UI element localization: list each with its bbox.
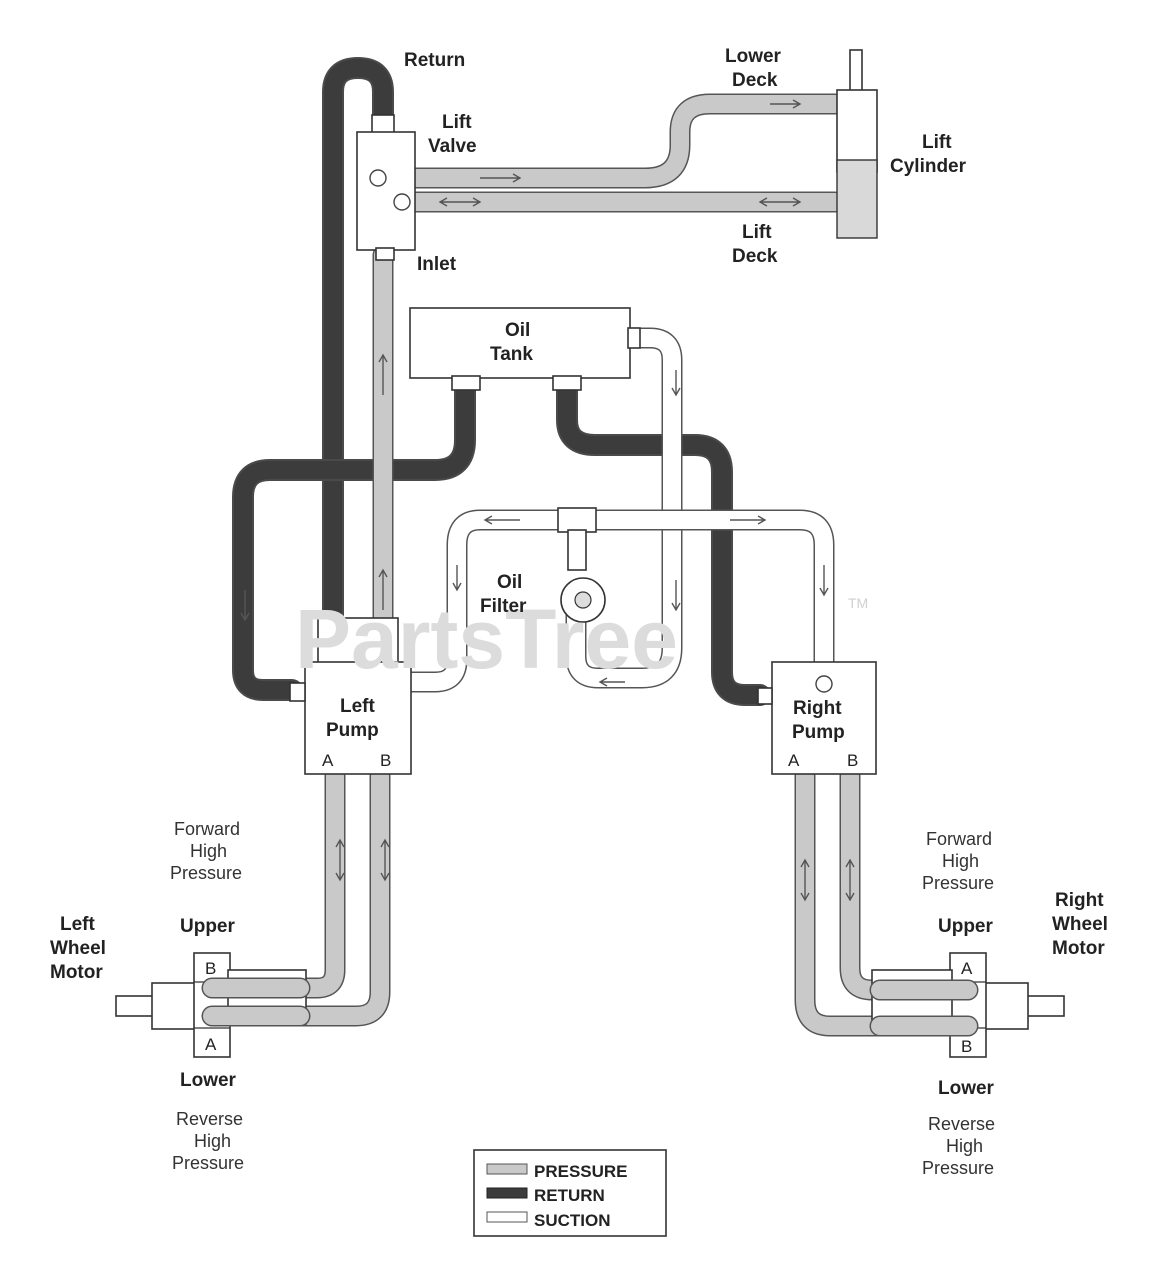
oil-filter-center [574,591,592,609]
left-pump-port-a: A [322,751,334,770]
label-right-forward-1: Forward [926,829,992,849]
right-pump-side-port [757,687,773,705]
oil-tank [409,307,631,379]
label-lift-valve-1: Lift [442,112,472,133]
right-pump-inlet [815,675,833,693]
right-motor-shaft [1025,995,1065,1017]
label-right-wheel-motor-3: Motor [1052,938,1105,959]
label-return: Return [404,50,465,71]
left-pump-side-port [289,682,306,702]
lift-cylinder-lower [836,159,878,239]
legend: PRESSURE RETURN SUCTION [473,1149,667,1237]
label-oil-filter-2: Filter [480,596,527,617]
label-right-reverse-3: Pressure [922,1158,994,1178]
label-left-upper: Upper [180,916,236,937]
left-pump-port-b: B [380,751,391,770]
lift-valve-port-lower [393,193,411,211]
right-motor-port-b: B [961,1037,972,1056]
left-motor-port-a: A [205,1035,217,1054]
label-right-reverse-1: Reverse [928,1114,995,1134]
label-lift-deck-2: Deck [732,246,778,267]
label-inlet: Inlet [417,254,457,275]
oil-filter-neck [567,529,587,571]
label-oil-tank-2: Tank [490,344,533,365]
lift-valve-inlet-port [375,247,395,261]
label-right-upper: Upper [938,916,994,937]
label-left-wheel-motor-3: Motor [50,962,103,983]
left-motor-port-b: B [205,959,216,978]
label-right-forward-3: Pressure [922,873,994,893]
lift-valve-return-port [371,114,395,134]
label-right-forward-2: High [942,851,979,871]
label-oil-filter-1: Oil [497,572,522,593]
label-lift-valve-2: Valve [428,136,477,157]
label-oil-tank-1: Oil [505,320,530,341]
legend-swatch-return [486,1187,528,1199]
legend-return: RETURN [534,1186,605,1205]
label-lift-cylinder-2: Cylinder [890,156,967,177]
label-lower-deck-1: Lower [725,46,782,67]
left-pump [304,661,412,775]
legend-swatch-suction [486,1211,528,1223]
right-pump-port-b: B [847,751,858,770]
label-lift-cylinder-1: Lift [922,132,952,153]
label-left-reverse-1: Reverse [176,1109,243,1129]
right-pump-port-a: A [788,751,800,770]
left-motor-housing [151,982,197,1030]
return-lines [232,57,771,706]
lift-valve-port-upper [369,169,387,187]
oil-tank-left-outlet [451,375,481,391]
label-left-forward-2: High [190,841,227,861]
legend-pressure: PRESSURE [534,1162,628,1181]
label-left-reverse-3: Pressure [172,1153,244,1173]
label-right-wheel-motor-1: Right [1055,890,1104,911]
lift-valve [356,131,416,251]
label-lower-deck-2: Deck [732,70,778,91]
pressure-lines [201,93,979,1037]
left-motor-shaft [115,995,155,1017]
legend-swatch-pressure [486,1163,528,1175]
label-left-forward-1: Forward [174,819,240,839]
oil-tank-side-outlet [627,327,641,349]
label-right-pump-2: Pump [792,722,845,743]
oil-filter-tee [557,507,597,533]
lift-cylinder-upper [836,89,878,173]
label-left-pump-1: Left [340,696,376,717]
label-left-wheel-motor-2: Wheel [50,938,106,959]
label-right-pump-1: Right [793,698,842,719]
label-right-wheel-motor-2: Wheel [1052,914,1108,935]
label-right-lower: Lower [938,1078,995,1099]
suction-lines [349,327,835,693]
watermark-tm: TM [848,595,868,611]
label-left-reverse-2: High [194,1131,231,1151]
label-right-reverse-2: High [946,1136,983,1156]
right-wheel-motor [949,952,987,1058]
label-left-wheel-motor-1: Left [60,914,96,935]
right-motor-housing [983,982,1029,1030]
label-left-pump-2: Pump [326,720,379,741]
label-left-lower: Lower [180,1070,237,1091]
label-left-forward-3: Pressure [170,863,242,883]
label-lift-deck-1: Lift [742,222,772,243]
oil-tank-right-outlet [552,375,582,391]
watermark: PartsTree [295,592,678,686]
legend-suction: SUCTION [534,1211,611,1230]
right-motor-port-a: A [961,959,973,978]
